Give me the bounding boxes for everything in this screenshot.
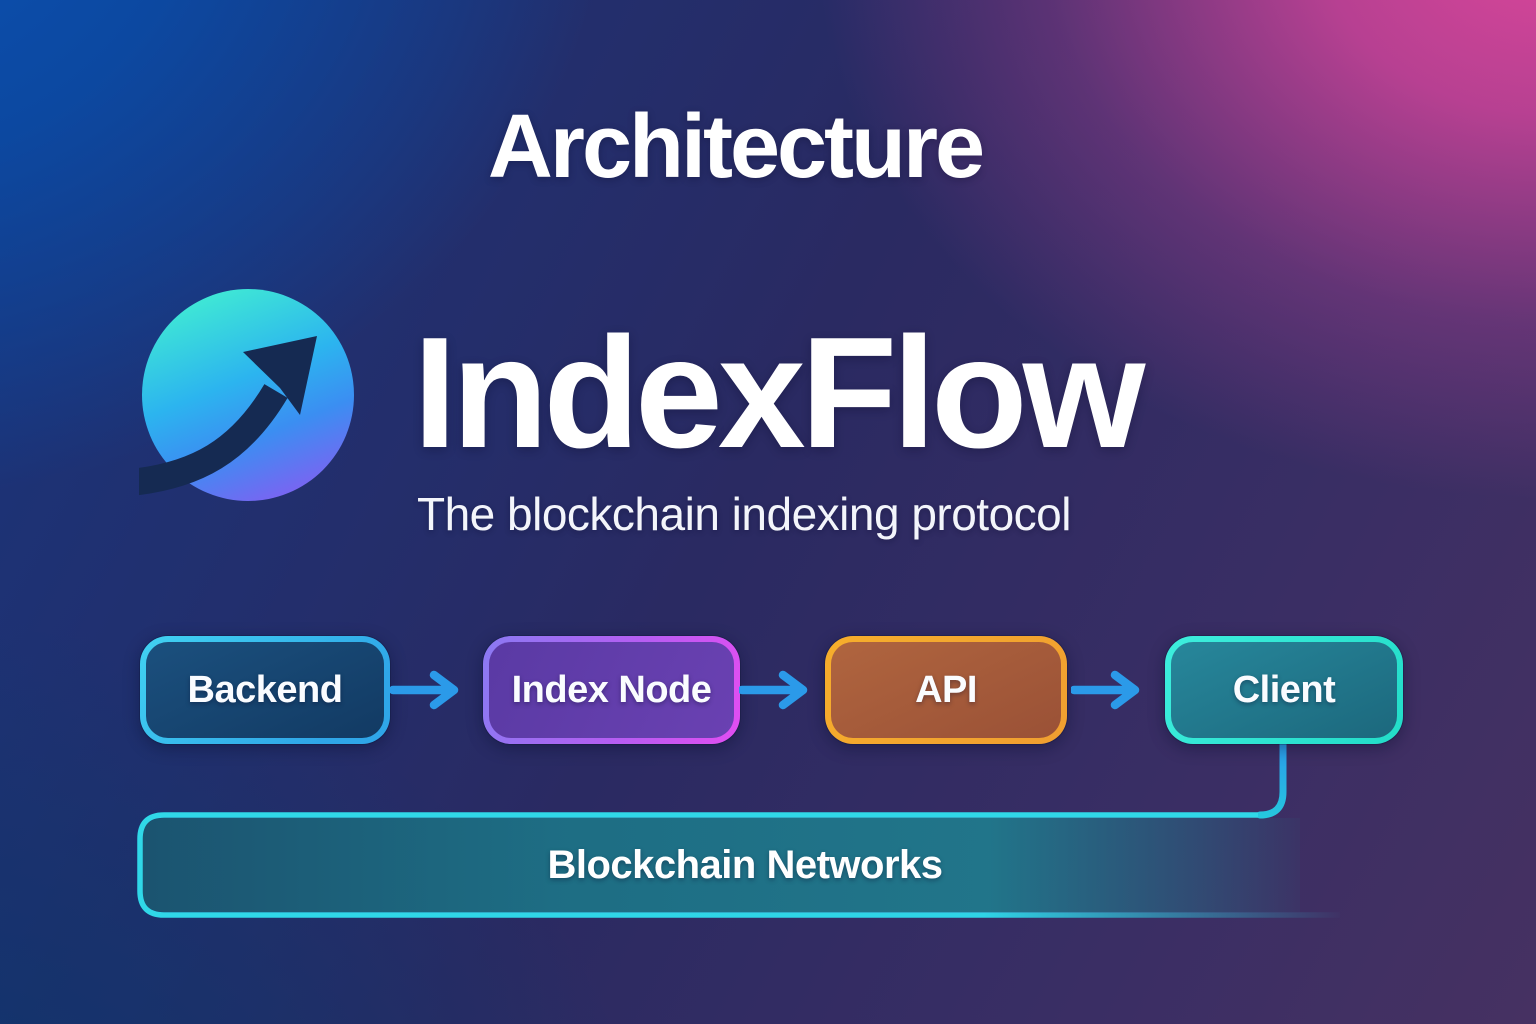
indexflow-logo growth-arrow-icon — [139, 289, 354, 501]
networks-box-fill — [142, 818, 1300, 912]
blockchain-networks-label: Blockchain Networks — [547, 843, 943, 887]
client-connector-line — [1256, 737, 1287, 819]
logo-arrow-shaft — [139, 383, 288, 496]
logo-arrowhead — [243, 336, 317, 415]
networks-box-border — [137, 812, 1258, 918]
brand-tagline: The blockchain indexing protocol — [417, 488, 1071, 540]
brand-name: IndexFlow — [413, 305, 1145, 481]
page-title: Architecture — [487, 97, 985, 197]
